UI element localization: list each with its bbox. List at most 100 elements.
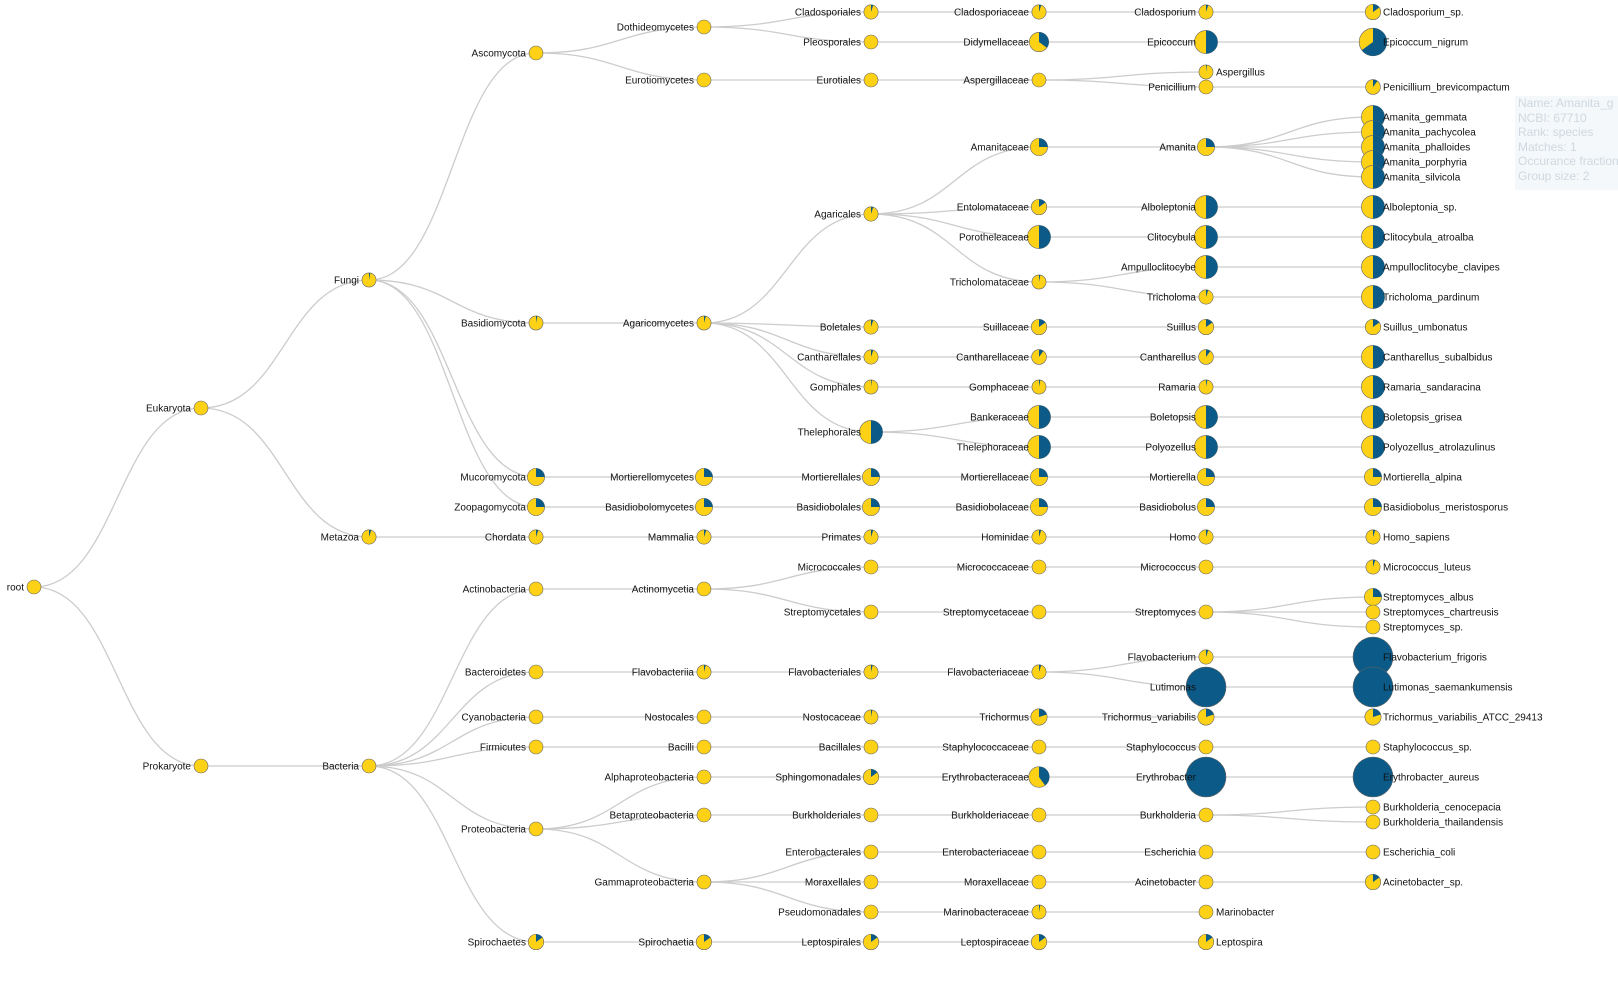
node-epicoccum[interactable]: Epicoccum bbox=[1147, 30, 1218, 54]
node-homo[interactable]: Homo bbox=[1169, 529, 1214, 545]
node-boletopsis[interactable]: Boletopsis bbox=[1150, 405, 1218, 429]
node-gomphales[interactable]: Gomphales bbox=[810, 379, 879, 395]
node-actinomycetia[interactable]: Actinomycetia bbox=[632, 581, 712, 597]
node-polyozellus[interactable]: Polyozellus bbox=[1145, 435, 1218, 459]
node-tricholoma[interactable]: Tricholoma bbox=[1147, 289, 1214, 305]
node-clitocybula-atroalba[interactable]: Clitocybula_atroalba bbox=[1361, 225, 1474, 249]
node-erythrobacter-aureus[interactable]: Erythrobacter_aureus bbox=[1352, 756, 1479, 798]
node-entolomataceae[interactable]: Entolomataceae bbox=[957, 198, 1048, 216]
node-lutimonas[interactable]: Lutimonas bbox=[1150, 666, 1227, 708]
node-burkholderiaceae[interactable]: Burkholderiaceae bbox=[951, 807, 1047, 823]
node-streptomyces-chartreusis[interactable]: Streptomyces_chartreusis bbox=[1365, 604, 1499, 620]
node-acinetobacter[interactable]: Acinetobacter bbox=[1135, 874, 1214, 890]
node-hominidae[interactable]: Hominidae bbox=[981, 529, 1047, 545]
node-staphylococcus-sp[interactable]: Staphylococcus_sp. bbox=[1365, 739, 1472, 755]
node-cantharellales[interactable]: Cantharellales bbox=[797, 349, 879, 365]
node-basidiobolus-meristosporus[interactable]: Basidiobolus_meristosporus bbox=[1364, 498, 1508, 516]
node-mammalia[interactable]: Mammalia bbox=[648, 529, 712, 545]
node-thelephoraceae[interactable]: Thelephoraceae bbox=[957, 435, 1051, 459]
node-suillus-umbonatus[interactable]: Suillus_umbonatus bbox=[1364, 318, 1468, 336]
node-trichormus-variabilis-atcc[interactable]: Trichormus_variabilis_ATCC_29413 bbox=[1364, 708, 1543, 726]
node-eurotiales[interactable]: Eurotiales bbox=[817, 72, 879, 88]
node-amanitaceae[interactable]: Amanitaceae bbox=[971, 138, 1048, 156]
node-alboleptonia[interactable]: Alboleptonia bbox=[1141, 195, 1218, 219]
node-acinetobacter-sp[interactable]: Acinetobacter_sp. bbox=[1364, 873, 1463, 891]
node-eukaryota[interactable]: Eukaryota bbox=[146, 400, 209, 416]
node-agaricales[interactable]: Agaricales bbox=[814, 206, 879, 222]
node-staphylococcaceae[interactable]: Staphylococcaceae bbox=[942, 739, 1047, 755]
node-chordata[interactable]: Chordata bbox=[485, 529, 544, 545]
node-tricholomataceae[interactable]: Tricholomataceae bbox=[950, 274, 1047, 290]
node-streptomyces-sp[interactable]: Streptomyces_sp. bbox=[1365, 619, 1463, 635]
node-moraxellaceae[interactable]: Moraxellaceae bbox=[964, 874, 1047, 890]
node-amanita[interactable]: Amanita bbox=[1159, 138, 1215, 156]
node-didymellaceae[interactable]: Didymellaceae bbox=[963, 32, 1049, 52]
node-leptospirales[interactable]: Leptospirales bbox=[802, 933, 880, 951]
node-micrococcales[interactable]: Micrococcales bbox=[798, 559, 879, 575]
node-leptospira[interactable]: Leptospira bbox=[1197, 933, 1263, 951]
node-cyanobacteria[interactable]: Cyanobacteria bbox=[462, 709, 544, 725]
node-bacillales[interactable]: Bacillales bbox=[819, 739, 879, 755]
node-proteobacteria[interactable]: Proteobacteria bbox=[461, 821, 544, 837]
node-staphylococcus[interactable]: Staphylococcus bbox=[1126, 739, 1214, 755]
node-ampulloclitocybe-clavipes[interactable]: Ampulloclitocybe_clavipes bbox=[1361, 255, 1500, 279]
node-clitocybula[interactable]: Clitocybula bbox=[1147, 225, 1218, 249]
node-amanita-silvicola[interactable]: Amanita_silvicola bbox=[1361, 165, 1461, 189]
node-alboleptonia-sp[interactable]: Alboleptonia_sp. bbox=[1361, 195, 1457, 219]
node-alphaproteobacteria[interactable]: Alphaproteobacteria bbox=[604, 769, 712, 785]
node-bacteria[interactable]: Bacteria bbox=[322, 758, 377, 774]
node-betaproteobacteria[interactable]: Betaproteobacteria bbox=[609, 807, 712, 823]
node-basidiomycota[interactable]: Basidiomycota bbox=[461, 315, 544, 331]
node-erythrobacteraceae[interactable]: Erythrobacteraceae bbox=[942, 766, 1050, 788]
node-flavobacteriales[interactable]: Flavobacteriales bbox=[788, 664, 879, 680]
node-burkholderia-thailandensis[interactable]: Burkholderia_thailandensis bbox=[1365, 814, 1503, 830]
node-tricholoma-pardinum[interactable]: Tricholoma_pardinum bbox=[1361, 285, 1479, 309]
node-penicillium-brevicompactum[interactable]: Penicillium_brevicompactum bbox=[1365, 79, 1510, 95]
node-polyozellus-atrolazulinus[interactable]: Polyozellus_atrolazulinus bbox=[1361, 435, 1495, 459]
node-spirochaetia[interactable]: Spirochaetia bbox=[638, 933, 713, 951]
node-flavobacteriia[interactable]: Flavobacteriia bbox=[632, 664, 712, 680]
node-enterobacterales[interactable]: Enterobacterales bbox=[785, 844, 879, 860]
node-streptomycetaceae[interactable]: Streptomycetaceae bbox=[943, 604, 1047, 620]
node-aspergillus[interactable]: Aspergillus bbox=[1198, 64, 1265, 80]
node-porotheleaceae[interactable]: Porotheleaceae bbox=[959, 225, 1051, 249]
node-erythrobacter[interactable]: Erythrobacter bbox=[1136, 756, 1227, 798]
node-ascomycota[interactable]: Ascomycota bbox=[472, 45, 544, 61]
node-mortierellaceae[interactable]: Mortierellaceae bbox=[961, 468, 1048, 486]
node-enterobacteriaceae[interactable]: Enterobacteriaceae bbox=[942, 844, 1047, 860]
node-micrococcus-luteus[interactable]: Micrococcus_luteus bbox=[1365, 559, 1471, 575]
node-mortierella[interactable]: Mortierella bbox=[1149, 468, 1215, 486]
node-mortierellales[interactable]: Mortierellales bbox=[802, 468, 880, 486]
node-trichormus[interactable]: Trichormus bbox=[979, 708, 1048, 726]
node-epicoccum-nigrum[interactable]: Epicoccum_nigrum bbox=[1358, 27, 1468, 57]
node-nostocales[interactable]: Nostocales bbox=[645, 709, 712, 725]
node-bankeraceae[interactable]: Bankeraceae bbox=[970, 405, 1051, 429]
node-thelephorales[interactable]: Thelephorales bbox=[798, 420, 883, 444]
node-moraxellales[interactable]: Moraxellales bbox=[805, 874, 879, 890]
node-fungi[interactable]: Fungi bbox=[334, 272, 377, 288]
node-cladosporiaceae[interactable]: Cladosporiaceae bbox=[954, 4, 1047, 20]
node-escherichia[interactable]: Escherichia bbox=[1144, 844, 1214, 860]
node-aspergillaceae[interactable]: Aspergillaceae bbox=[963, 72, 1047, 88]
node-micrococcaceae[interactable]: Micrococcaceae bbox=[957, 559, 1047, 575]
node-bacteroidetes[interactable]: Bacteroidetes bbox=[465, 664, 544, 680]
node-spirochaetes[interactable]: Spirochaetes bbox=[468, 933, 545, 951]
node-eurotiomycetes[interactable]: Eurotiomycetes bbox=[625, 72, 712, 88]
node-burkholderia[interactable]: Burkholderia bbox=[1140, 807, 1214, 823]
node-actinobacteria[interactable]: Actinobacteria bbox=[463, 581, 544, 597]
node-ramaria[interactable]: Ramaria bbox=[1158, 379, 1214, 395]
node-gammaproteobacteria[interactable]: Gammaproteobacteria bbox=[595, 874, 712, 890]
node-burkholderiales[interactable]: Burkholderiales bbox=[792, 807, 879, 823]
node-streptomyces-albus[interactable]: Streptomyces_albus bbox=[1364, 588, 1474, 606]
node-mucoromycota[interactable]: Mucoromycota bbox=[460, 468, 545, 486]
node-metazoa[interactable]: Metazoa bbox=[321, 529, 377, 545]
node-root[interactable]: root bbox=[7, 579, 42, 595]
node-cantharellus[interactable]: Cantharellus bbox=[1140, 349, 1214, 365]
node-burkholderia-cenocepacia[interactable]: Burkholderia_cenocepacia bbox=[1365, 799, 1501, 815]
node-marinobacteraceae[interactable]: Marinobacteraceae bbox=[943, 904, 1047, 920]
node-ramaria-sandaracina[interactable]: Ramaria_sandaracina bbox=[1361, 375, 1481, 399]
node-leptospiraceae[interactable]: Leptospiraceae bbox=[961, 933, 1048, 951]
node-ampulloclitocybe[interactable]: Ampulloclitocybe bbox=[1121, 255, 1218, 279]
node-lutimonas-saemankumensis[interactable]: Lutimonas_saemankumensis bbox=[1352, 666, 1513, 708]
node-basidiobolomycetes[interactable]: Basidiobolomycetes bbox=[605, 498, 713, 516]
